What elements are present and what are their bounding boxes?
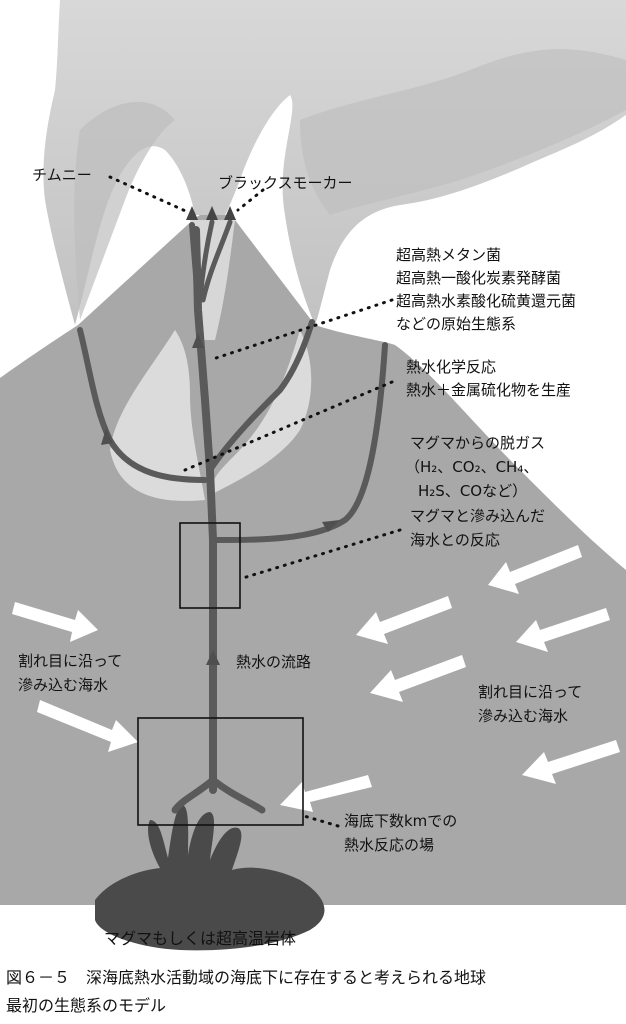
- leader-ecosystem: [208, 298, 394, 362]
- smoke-shading-2: [300, 49, 626, 215]
- chimney-stem-left: [189, 222, 201, 303]
- chimney-tip-2: [206, 206, 218, 220]
- branch-left-fork: [171, 776, 217, 814]
- chimney-tip-1: [186, 206, 198, 220]
- flow-arrow-upper: [192, 333, 204, 348]
- label-hydro-2: 熱水＋金属硫化物を生産: [406, 381, 571, 399]
- label-flow-path: 熱水の流路: [236, 653, 311, 671]
- label-magma: マグマもしくは超高温岩体: [104, 929, 296, 948]
- leader-degas: [241, 528, 402, 580]
- chimney-tip-3: [224, 206, 236, 220]
- label-seep-left-1: 割れ目に沿って: [18, 652, 122, 670]
- label-ecosystem-2: 超高熱一酸化炭素発酵菌: [396, 269, 561, 287]
- figure-caption-line-2: 最初の生態系のモデル: [6, 996, 167, 1015]
- chimney-tips: [186, 206, 236, 220]
- label-seep-right-2: 滲み込む海水: [478, 707, 568, 725]
- leader-subsea: [302, 814, 340, 828]
- label-chimney: チムニー: [32, 166, 92, 184]
- seawater-arrow-right-5: [522, 740, 620, 784]
- seawater-arrow-right-1: [488, 545, 582, 594]
- seawater-arrow-right-3: [516, 608, 610, 652]
- label-degas-1: マグマからの脱ガス: [410, 434, 545, 452]
- reaction-box-upper: [179, 522, 241, 609]
- label-seep-left-2: 滲み込む海水: [18, 676, 108, 694]
- branch-upper-right: [207, 319, 315, 473]
- flow-arrow-right: [322, 520, 340, 532]
- flow-arrow-left: [101, 428, 113, 445]
- magma-body: [95, 805, 325, 951]
- chimney-stem-right: [200, 219, 233, 303]
- seawater-arrow-right-4: [370, 655, 466, 702]
- smoke-shading: [74, 101, 175, 321]
- label-seep-right-1: 割れ目に沿って: [478, 683, 582, 701]
- label-subsea-1: 海底下数kmでの: [344, 812, 457, 830]
- bacteria-zone-left: [110, 330, 205, 501]
- label-black-smoker: ブラックスモーカー: [218, 174, 353, 192]
- label-degas-4: マグマと滲み込んだ: [410, 507, 545, 525]
- label-degas-2: （H₂、CO₂、CH₄、: [405, 458, 538, 476]
- seawater-arrow-left-2: [37, 700, 138, 752]
- reaction-box-lower: [137, 717, 304, 826]
- label-degas-3: H₂S、COなど）: [418, 482, 527, 500]
- label-ecosystem-1: 超高熱メタン菌: [396, 246, 501, 264]
- label-ecosystem-4: などの原始生態系: [396, 315, 516, 333]
- label-hydro-1: 熱水化学反応: [406, 358, 496, 376]
- flow-arrows: [101, 333, 340, 665]
- leader-lines: [108, 175, 402, 828]
- branch-right-outer: [212, 342, 388, 543]
- conduit-network: [77, 219, 388, 814]
- leader-chimney: [108, 175, 192, 215]
- leader-hydro: [183, 380, 394, 472]
- label-subsea-2: 熱水反応の場: [344, 836, 434, 854]
- figure-caption-line-1: 図６－５ 深海底熱水活動域の海底下に存在すると考えられる地球: [6, 968, 487, 987]
- flow-arrow-main: [206, 650, 220, 665]
- chimney-stem-mid: [197, 219, 215, 303]
- label-ecosystem-3: 超高熱水素酸化硫黄還元菌: [396, 292, 576, 310]
- seawater-arrow-right-2: [356, 596, 452, 644]
- branch-right-fork: [209, 776, 266, 814]
- label-degas-5: 海水との反応: [410, 531, 500, 549]
- leader-black-smoker: [236, 188, 265, 212]
- seawater-arrow-left-1: [12, 602, 98, 642]
